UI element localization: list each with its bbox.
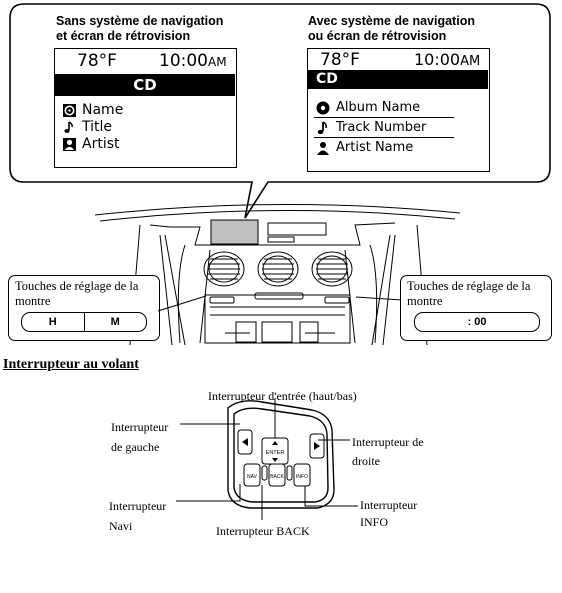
- steering-switch-illustration: ENTER NAV BACK INFO: [176, 398, 358, 520]
- clock-right-box: [400, 275, 552, 341]
- left-time-value: 10:00: [159, 51, 208, 71]
- navi-switch-line2: Navi: [109, 519, 133, 533]
- left-time-suffix: AM: [208, 55, 227, 69]
- enter-switch-label: Interrupteur d'entrée (haut/bas): [208, 389, 357, 403]
- right-item-album: Album Name: [314, 99, 454, 118]
- person-icon: [63, 138, 76, 151]
- right-temperature: 78°F: [320, 50, 360, 70]
- left-heading-line2: et écran de rétrovision: [56, 29, 191, 43]
- left-heading-line1: Sans système de navigation: [56, 14, 224, 28]
- clock-left-label-line2: montre: [15, 293, 51, 308]
- info-button-label: INFO: [296, 474, 308, 480]
- right-item-track: Track Number: [314, 119, 454, 138]
- nav-button-label: NAV: [247, 474, 258, 480]
- right-source-bar: CD: [308, 70, 488, 89]
- right-item-label: Artist Name: [336, 140, 414, 155]
- right-time-value: 10:00: [414, 50, 461, 69]
- right-switch-label: Interrupteur de droite: [352, 433, 424, 471]
- clock-left-label-line1: Touches de réglage de la: [15, 279, 139, 293]
- left-temperature: 78°F: [77, 51, 117, 71]
- callout-bubble: [9, 3, 551, 219]
- disc-icon: [316, 101, 330, 115]
- enter-button-label: ENTER: [266, 450, 285, 456]
- person-icon: [317, 142, 329, 155]
- right-switch-line1: Interrupteur de: [352, 435, 424, 449]
- clock-right-label-line1: Touches de réglage de la: [407, 279, 531, 293]
- left-source-label: CD: [133, 76, 157, 94]
- hour-button[interactable]: H: [22, 313, 85, 331]
- navi-switch-line1: Interrupteur: [109, 499, 167, 513]
- right-screen: 78°F 10:00AM CD Album Name Track Number …: [307, 48, 490, 172]
- right-item-artist: Artist Name: [314, 139, 454, 157]
- highlighted-screen: [210, 219, 259, 245]
- left-switch-line2: de gauche: [111, 440, 160, 454]
- right-switch-line2: droite: [352, 454, 380, 468]
- left-source-bar: CD: [55, 74, 235, 96]
- music-note-icon: [64, 121, 73, 133]
- info-switch-line2: INFO: [360, 515, 389, 529]
- right-time-suffix: AM: [460, 54, 481, 69]
- right-heading-line2: ou écran de rétrovision: [308, 29, 447, 43]
- left-time: 10:00AM: [159, 51, 227, 71]
- music-note-icon: [317, 121, 327, 135]
- left-item-label: Artist: [82, 136, 120, 152]
- left-panel-heading: Sans système de navigation et écran de r…: [56, 14, 276, 44]
- back-switch-label: Interrupteur BACK: [216, 524, 310, 538]
- left-switch-label: Interrupteur de gauche: [111, 417, 168, 457]
- dashboard-illustration: [94, 203, 461, 346]
- clock-right-button[interactable]: : 00: [414, 312, 540, 332]
- clock-left-buttons: H M: [21, 312, 147, 332]
- left-switch-line1: Interrupteur: [111, 420, 169, 434]
- right-panel-heading: Avec système de navigation ou écran de r…: [308, 14, 528, 44]
- left-item-label: Title: [82, 119, 113, 135]
- info-switch-label: Interrupteur INFO: [360, 497, 417, 531]
- right-time: 10:00AM: [414, 50, 480, 69]
- right-heading-line1: Avec système de navigation: [308, 14, 475, 28]
- clock-right-label: Touches de réglage de la montre: [407, 279, 552, 308]
- right-item-label: Track Number: [336, 120, 427, 135]
- left-item-label: Name: [82, 102, 124, 118]
- right-source-label: CD: [316, 71, 338, 87]
- left-screen: 78°F 10:00AM CD Name Title Artist: [54, 48, 237, 168]
- minute-button[interactable]: M: [110, 316, 120, 328]
- clock-right-label-line2: montre: [407, 293, 443, 308]
- clock-left-box: [8, 275, 160, 341]
- right-item-label: Album Name: [336, 100, 421, 115]
- navi-switch-label: Interrupteur Navi: [109, 496, 166, 536]
- steering-title: Interrupteur au volant: [3, 357, 139, 372]
- disc-icon: [63, 104, 76, 117]
- back-button-label: BACK: [270, 474, 284, 480]
- info-switch-line1: Interrupteur: [360, 498, 418, 512]
- clock-left-label: Touches de réglage de la montre: [15, 279, 160, 308]
